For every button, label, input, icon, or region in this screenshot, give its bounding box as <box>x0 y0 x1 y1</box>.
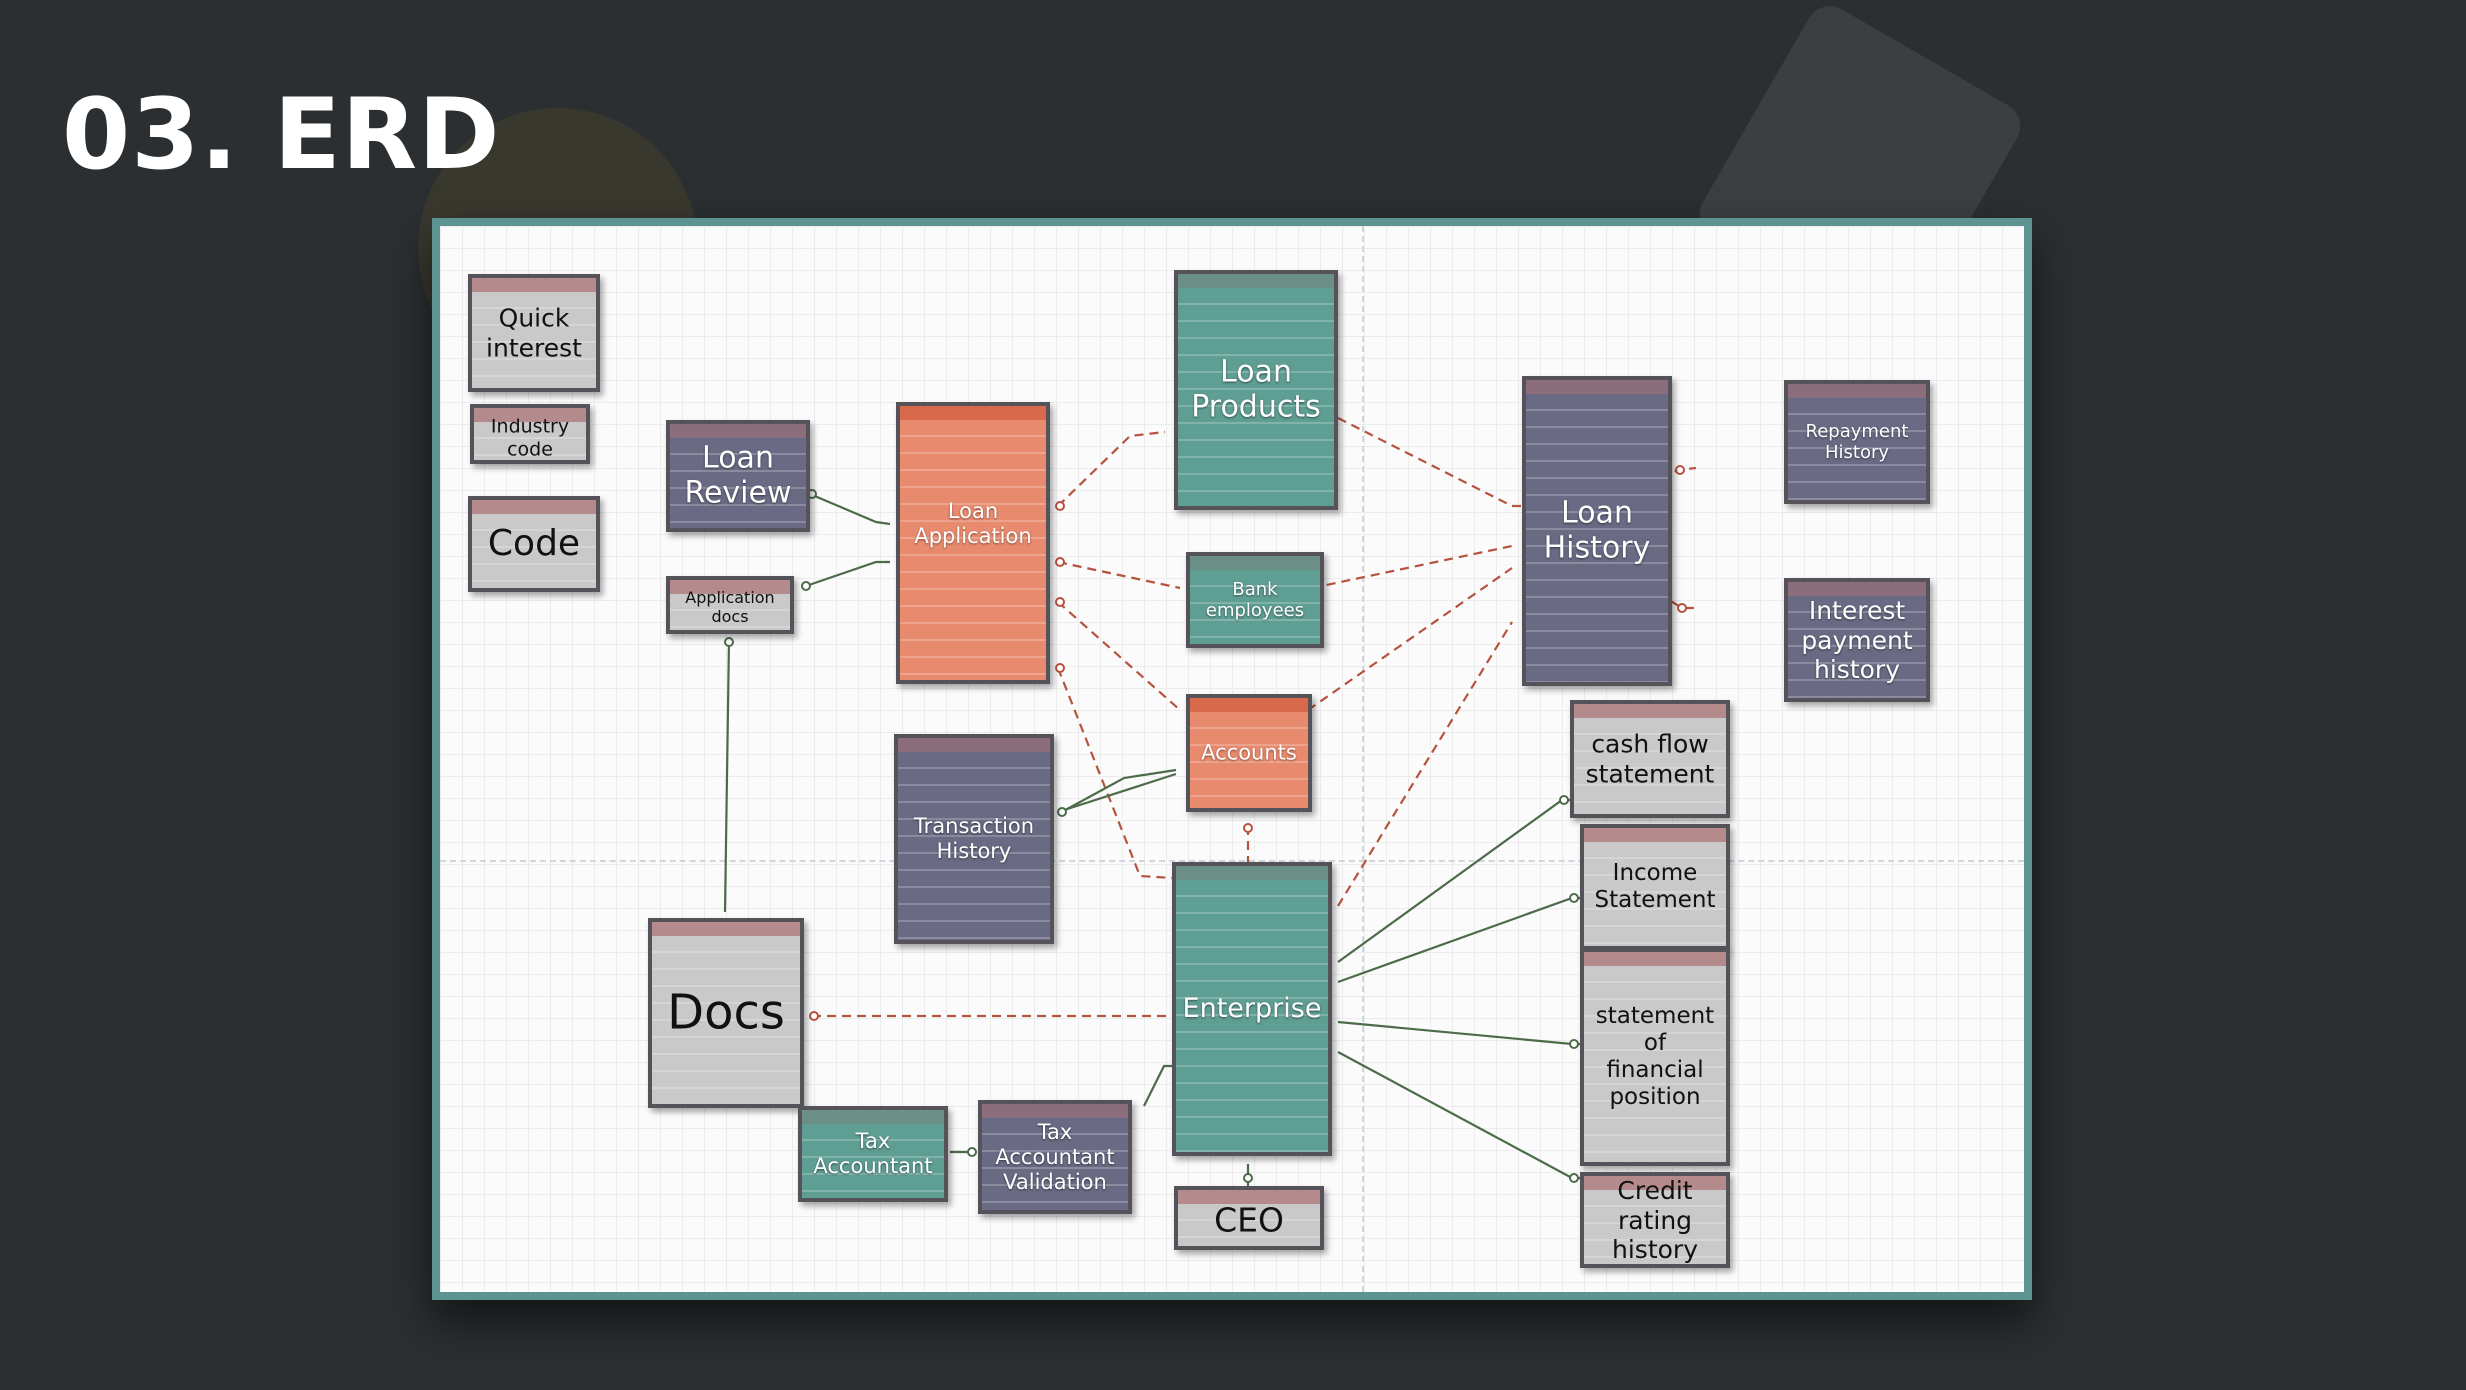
entity-loan-review[interactable]: Loan Review <box>666 420 810 532</box>
endpoint-marker <box>1243 1173 1253 1183</box>
entity-label: Bank employees <box>1205 578 1305 621</box>
entity-label: statement of financial position <box>1595 1002 1715 1111</box>
entity-loan-application[interactable]: Loan Application <box>896 402 1050 684</box>
endpoint-marker <box>1677 603 1687 613</box>
relation-enterprise-loan-history <box>1337 621 1513 907</box>
endpoint-marker <box>1055 557 1065 567</box>
entity-cash-flow-statement[interactable]: cash flow statement <box>1570 700 1730 818</box>
endpoint-marker <box>1243 823 1253 833</box>
entity-label: Credit rating history <box>1612 1175 1698 1264</box>
endpoint-marker <box>724 637 734 647</box>
relationship-lines <box>723 417 1697 1186</box>
relation-validation-enterprise <box>1143 1064 1172 1107</box>
horizontal-guide-line <box>440 860 2024 862</box>
entity-label: Enterprise <box>1182 993 1322 1025</box>
entity-label: Interest payment history <box>1801 595 1913 684</box>
entity-tax-accountant[interactable]: Tax Accountant <box>798 1106 948 1202</box>
entity-quick-interest[interactable]: Quick interest <box>468 274 600 392</box>
entity-label: Accounts <box>1201 740 1297 765</box>
relation-bank-employees-loan-history <box>1311 544 1513 590</box>
endpoint-marker <box>1559 795 1569 805</box>
entity-ceo[interactable]: CEO <box>1174 1186 1324 1250</box>
entity-label: Loan History <box>1543 495 1651 566</box>
relation-loan-application-bank-employees <box>1057 560 1181 590</box>
entity-income-statement[interactable]: Income Statement <box>1580 824 1730 950</box>
entity-label: Tax Accountant <box>813 1129 933 1178</box>
relation-loan-application-loan-products <box>1057 430 1166 507</box>
entity-interest-payment-history[interactable]: Interest payment history <box>1784 578 1930 702</box>
relation-enterprise-financial-position <box>1337 1020 1584 1046</box>
relation-loan-application-enterprise <box>1056 667 1173 880</box>
entity-label: Transaction History <box>913 814 1035 863</box>
entity-label: Income Statement <box>1594 859 1716 913</box>
entity-industry-code[interactable]: Industry code <box>470 404 590 464</box>
relation-loan-application-accounts <box>1057 601 1181 711</box>
endpoint-marker <box>1569 1173 1579 1183</box>
entity-tax-accountant-validation[interactable]: Tax Accountant Validation <box>978 1100 1132 1214</box>
entity-label: Docs <box>667 984 785 1041</box>
endpoint-marker <box>1055 501 1065 511</box>
relation-loan-history-interest-history <box>1607 561 1696 610</box>
entity-label: Loan Application <box>914 499 1032 548</box>
entity-label: Code <box>487 522 581 564</box>
relation-loan-review-loan-application <box>809 492 891 526</box>
relationship-endpoints <box>724 465 1687 1183</box>
entity-label: Application docs <box>685 588 775 626</box>
entity-docs[interactable]: Docs <box>648 918 804 1108</box>
relation-transaction-accounts <box>1057 768 1177 815</box>
entity-code[interactable]: Code <box>468 496 600 592</box>
relation-application-docs-docs <box>723 639 731 913</box>
endpoint-marker <box>1055 663 1065 673</box>
entity-accounts[interactable]: Accounts <box>1186 694 1312 812</box>
entity-label: Loan Products <box>1191 354 1321 425</box>
entity-label: cash flow statement <box>1585 729 1715 789</box>
relation-enterprise-income <box>1337 896 1584 984</box>
entity-label: Industry code <box>490 415 570 461</box>
erd-canvas: Quick interest Industry code Code Loan R… <box>440 226 2024 1292</box>
entity-transaction-history[interactable]: Transaction History <box>894 734 1054 944</box>
entity-loan-products[interactable]: Loan Products <box>1174 270 1338 510</box>
solid-relationships <box>723 492 1584 1186</box>
entity-label: Loan Review <box>684 440 792 511</box>
endpoint-marker <box>801 581 811 591</box>
endpoint-marker <box>1675 465 1685 475</box>
entity-label: Tax Accountant Validation <box>995 1119 1115 1194</box>
erd-frame: Quick interest Industry code Code Loan R… <box>432 218 2032 1300</box>
vertical-guide-line <box>1362 226 1364 1292</box>
endpoint-marker <box>967 1147 977 1157</box>
relation-enterprise-credit-rating <box>1337 1051 1584 1180</box>
page-title: 03. ERD <box>62 78 501 192</box>
entity-application-docs[interactable]: Application docs <box>666 576 794 634</box>
entity-enterprise[interactable]: Enterprise <box>1172 862 1332 1156</box>
entity-label: Quick interest <box>486 303 582 363</box>
relation-application-docs-loan-application <box>805 560 890 588</box>
endpoint-marker <box>1569 893 1579 903</box>
relation-accounts-loan-history <box>1307 567 1513 711</box>
relation-loan-products-loan-history <box>1337 417 1526 508</box>
entity-bank-employees[interactable]: Bank employees <box>1186 552 1324 648</box>
entity-loan-history[interactable]: Loan History <box>1522 376 1672 686</box>
endpoint-marker <box>1569 1039 1579 1049</box>
entity-repayment-history[interactable]: Repayment History <box>1784 380 1930 504</box>
entity-label: CEO <box>1214 1200 1284 1240</box>
endpoint-marker <box>1055 597 1065 607</box>
endpoint-marker <box>1057 807 1067 817</box>
dashed-relationships <box>812 417 1697 1018</box>
relation-enterprise-cash-flow <box>1337 798 1576 963</box>
relation-transaction-accounts-2 <box>1057 772 1177 814</box>
entity-statement-of-financial-position[interactable]: statement of financial position <box>1580 948 1730 1166</box>
endpoint-marker <box>809 1011 819 1021</box>
entity-credit-rating-history[interactable]: Credit rating history <box>1580 1172 1730 1268</box>
entity-label: Repayment History <box>1805 420 1909 463</box>
